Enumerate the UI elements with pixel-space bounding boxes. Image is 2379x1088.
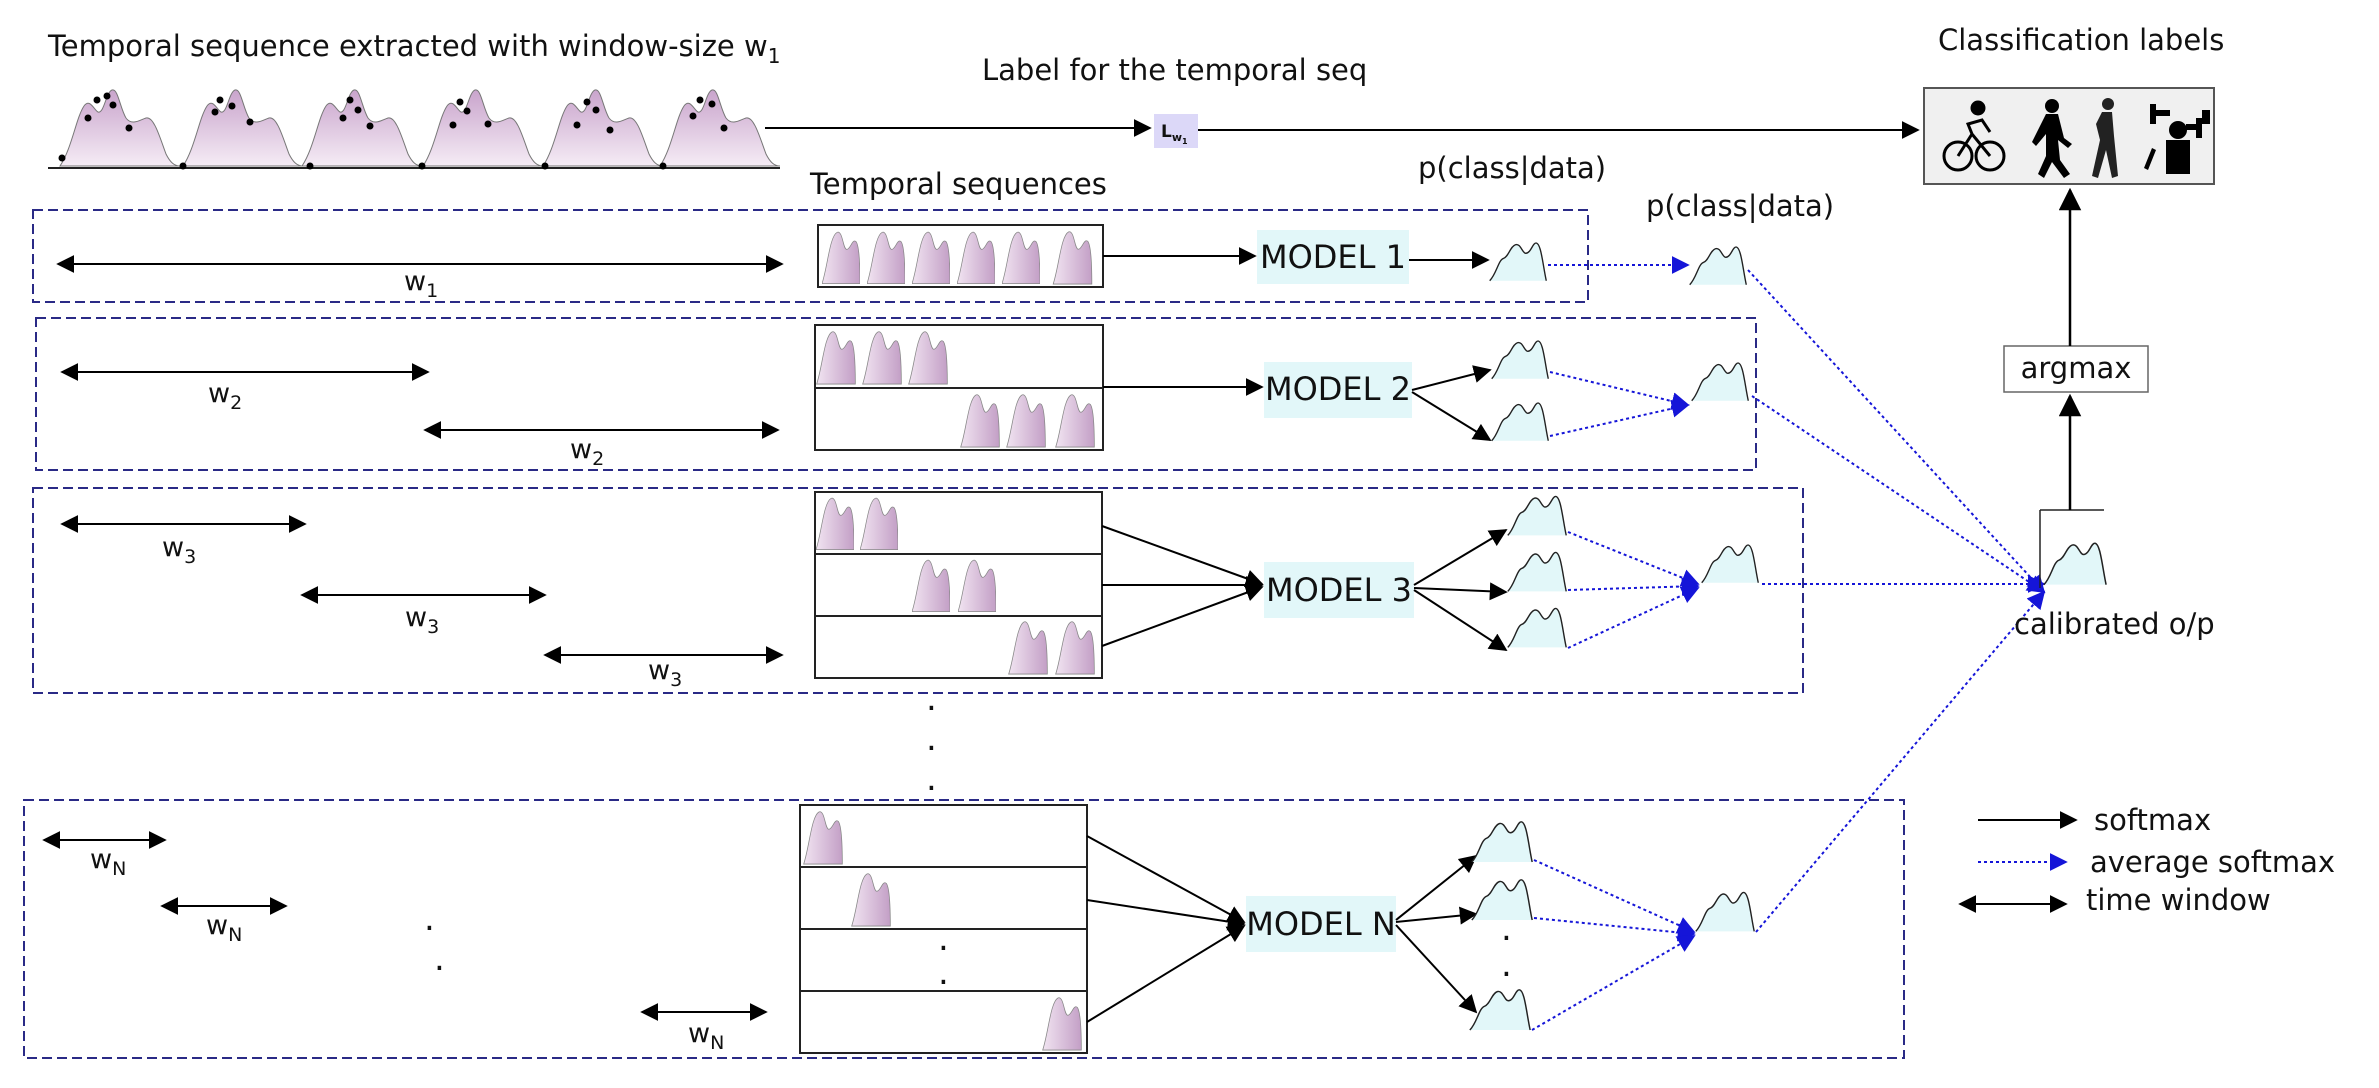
row-3-border: [32, 487, 1804, 694]
svg-text:.: .: [926, 679, 937, 719]
row-3-window-label-2: w3: [405, 602, 439, 638]
row-n-avg-arrow-1: [1533, 859, 1696, 934]
legend-softmax-label: softmax: [2094, 803, 2211, 837]
row-1-average-output: [1688, 246, 1748, 286]
row-3-seq-to-model-arrow-1: [1101, 525, 1264, 587]
row-2-model-box: [1264, 362, 1412, 418]
row-2-average-output: [1690, 362, 1750, 402]
row-2-softmax-output-2: [1490, 402, 1550, 442]
label-title: Label for the temporal seq: [982, 53, 1367, 87]
row-2-softmax-arrow-1: [1411, 365, 1492, 391]
row-1-window-label: w1: [404, 266, 438, 302]
row-2: w2 w2 MODEL 2: [35, 317, 1757, 471]
row-n-softmax-ellipsis-1: .: [1501, 909, 1512, 949]
row-3-softmax-output-3: [1506, 607, 1568, 649]
label-box-text: Lw1: [1161, 122, 1188, 146]
row-2-softmax-arrow-2: [1411, 391, 1492, 441]
row-1: w1 MODEL 1: [32, 209, 1748, 303]
row-1-model-label: MODEL 1: [1260, 238, 1406, 276]
weightlifter-icon: [2144, 104, 2210, 174]
row-3-softmax-arrow-3: [1413, 589, 1508, 651]
row-3-window-label-1: w3: [162, 532, 196, 568]
pclass-caption-2: p(class|data): [1646, 189, 1834, 223]
row-3-model-label: MODEL 3: [1266, 571, 1412, 609]
row-n-avg-arrow-2: [1533, 917, 1696, 942]
row-n-avg-arrow-3: [1531, 935, 1696, 1031]
row-1-softmax-output: [1488, 242, 1548, 282]
argmax-label: argmax: [2021, 351, 2132, 385]
legend-average-softmax-label: average softmax: [2090, 845, 2335, 879]
row-3-softmax-output-2: [1506, 551, 1568, 593]
row-n: wN wN . . wN . . MODEL N . .: [23, 799, 1905, 1059]
row-2-border: [35, 317, 1757, 471]
row-n-softmax-output-3: [1469, 988, 1531, 1031]
extracted-sequence: [48, 89, 780, 170]
row-n-window-label-2: wN: [206, 910, 242, 946]
row-2-avg-arrow-1: [1549, 371, 1690, 410]
sample-points: [58, 92, 728, 170]
argmax-box: [2003, 345, 2149, 393]
row-3-avg-arrow-3: [1567, 586, 1700, 649]
classification-title: Classification labels: [1938, 23, 2224, 57]
row-3-sequence-box: [814, 491, 1103, 679]
extract-title: Temporal sequence extracted with window-…: [47, 29, 780, 68]
cyclist-icon: [1942, 100, 2006, 172]
row-n-windows-ellipsis-1: .: [424, 899, 435, 939]
row-n-seq-to-model-arrow-2: [1086, 899, 1246, 931]
row-n-seq-to-model-arrow-1: [1086, 835, 1246, 923]
row-n-model-box: [1246, 896, 1396, 952]
row-3-window-label-3: w3: [648, 655, 682, 691]
row-n-border: [23, 799, 1905, 1059]
walker-icon: [2032, 99, 2072, 178]
row-3-softmax-output-1: [1506, 495, 1568, 537]
row-n-windows-ellipsis-2: .: [434, 939, 445, 979]
row-1-model-box: [1257, 230, 1409, 284]
row-n-softmax-arrow-1: [1395, 854, 1478, 921]
calibration-arrows: [1747, 269, 2046, 933]
row-3-avg-arrow-1: [1567, 531, 1700, 587]
row-3-average-output: [1700, 544, 1760, 584]
temporal-sequences-caption: Temporal sequences: [809, 167, 1107, 201]
row-n-seq-to-model-arrow-3: [1086, 925, 1246, 1023]
row-3-softmax-arrow-1: [1413, 529, 1508, 586]
runner-icon: [2092, 98, 2118, 178]
svg-text:.: .: [926, 719, 937, 759]
row-3: w3 w3 w3 MODEL 3: [32, 487, 1804, 694]
row-n-model-label: MODEL N: [1246, 905, 1396, 943]
row-n-softmax-arrow-3: [1395, 924, 1478, 1014]
row-2-model-label: MODEL 2: [1265, 370, 1411, 408]
legend: softmax average softmax time window: [1958, 803, 2335, 917]
row-n-sequence-ellipsis-2: .: [938, 953, 949, 993]
row-n-sequence-ellipsis-1: .: [938, 919, 949, 959]
row-3-avg-arrow-2: [1567, 577, 1700, 596]
row-n-softmax-ellipsis-2: .: [1501, 945, 1512, 985]
row-n-average-output: [1694, 891, 1756, 933]
row-1-border: [32, 209, 1589, 303]
calibrated-output: [2039, 509, 2107, 588]
calibrated-caption: calibrated o/p: [2014, 607, 2215, 641]
svg-text:.: .: [926, 759, 937, 799]
row-2-window-label-1: w2: [208, 378, 242, 414]
row-3-seq-to-model-arrow-3: [1101, 584, 1264, 647]
row-n-window-label-3: wN: [688, 1018, 724, 1054]
row-2-avg-arrow-2: [1549, 399, 1690, 437]
row-3-model-box: [1264, 562, 1414, 618]
classification-panel: [1923, 87, 2215, 185]
row-n-softmax-output-1: [1471, 820, 1533, 863]
row-3-softmax-arrow-2: [1413, 582, 1508, 601]
row-2-softmax-output-1: [1490, 340, 1550, 380]
legend-time-window-label: time window: [2086, 883, 2271, 917]
row-n-window-label-1: wN: [90, 844, 126, 880]
row-2-window-label-2: w2: [570, 434, 604, 470]
row-n-softmax-arrow-2: [1395, 906, 1478, 925]
pclass-caption-1: p(class|data): [1418, 151, 1606, 185]
label-box: Lw1: [1154, 114, 1198, 148]
rows-ellipsis: . . .: [926, 679, 937, 799]
